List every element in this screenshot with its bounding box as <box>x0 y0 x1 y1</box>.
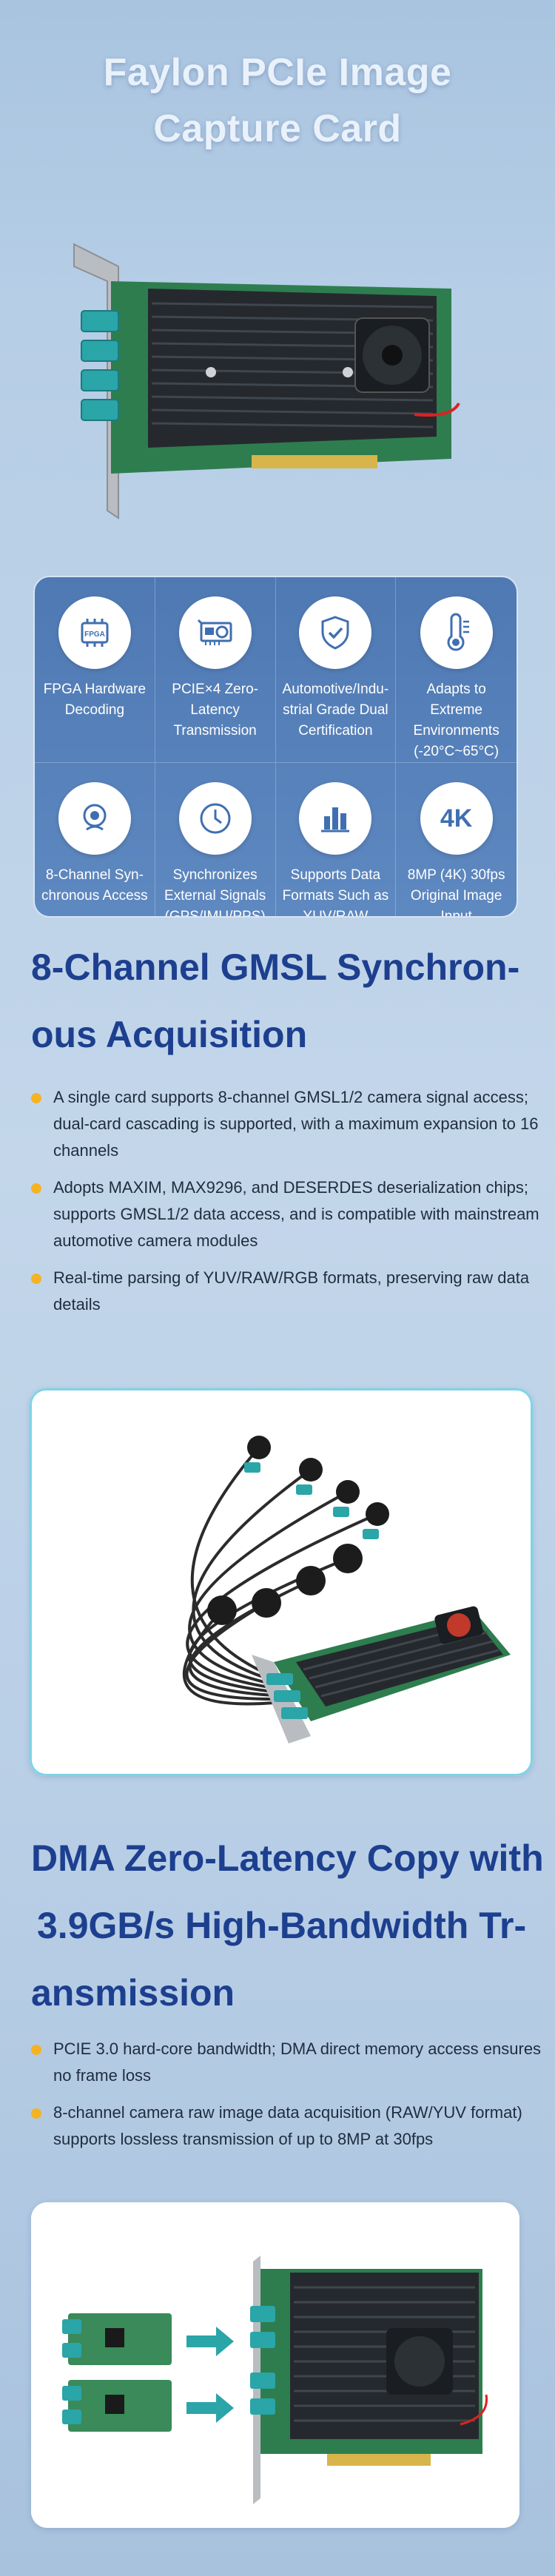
section2-title-line2: 3.9GB/s High-Bandwidth Tr- <box>37 1905 527 1946</box>
fpga-chip-icon: FPGA <box>58 596 131 669</box>
features-panel: FPGA FPGA Hardware Decoding PCIE×4 Zero-… <box>33 576 518 918</box>
list-item: Adopts MAXIM, MAX9296, and DESERDES dese… <box>31 1174 542 1254</box>
bullet-dot-icon <box>31 1183 41 1194</box>
4k-icon: 4K <box>420 782 493 855</box>
hero-title: Faylon PCIe Image Capture Card <box>0 44 555 157</box>
feature-label: FPGA Hardware Decoding <box>43 682 147 718</box>
svg-text:FPGA: FPGA <box>84 630 105 639</box>
section2-title: DMA Zero-Latency Copy with 3.9GB/s High-… <box>31 1825 544 2027</box>
shield-check-icon <box>299 596 372 669</box>
feature-label: Supports Data Formats Such as YUV/RAW <box>282 867 389 918</box>
modules-photo <box>31 2202 519 2528</box>
capture-card-image <box>73 243 460 519</box>
list-item: PCIE 3.0 hard-core bandwidth; DMA direct… <box>31 2036 542 2089</box>
cameras-photo <box>30 1388 533 1776</box>
feature-label: 8MP (4K) 30fps Original Image Input <box>407 867 505 918</box>
clock-icon <box>178 782 252 855</box>
bullet-dot-icon <box>31 1093 41 1103</box>
feature-temperature: Adapts to Extreme Environments (-20°C~65… <box>396 577 517 763</box>
list-item: 8-channel camera raw image data acquisit… <box>31 2099 542 2153</box>
section1-title-line2: ous Acquisition <box>31 1014 308 1055</box>
section2-title-line3: ansmission <box>31 1972 235 2014</box>
hero-title-line1: Faylon PCIe Image <box>103 51 452 94</box>
feature-certification: Automotive/Indu­strial Grade Dual Certif… <box>275 577 397 763</box>
feature-label: Synchronizes External Signals (GPS/IMU/P… <box>164 867 266 918</box>
feature-sync-access: 8-Channel Syn­chronous Access <box>35 763 155 916</box>
feature-8mp: 4K 8MP (4K) 30fps Original Image Input <box>396 763 517 918</box>
section2-title-line1: DMA Zero-Latency Copy with <box>31 1837 544 1879</box>
bullet-dot-icon <box>31 1274 41 1284</box>
feature-pcie: PCIE×4 Zero-Latency Transmission <box>155 577 276 763</box>
feature-label: Automotive/Indu­strial Grade Dual Certif… <box>282 682 389 739</box>
feature-label: 8-Channel Syn­chronous Access <box>41 867 148 904</box>
bullet-dot-icon <box>31 2045 41 2055</box>
feature-data-formats: Supports Data Formats Such as YUV/RAW <box>276 763 397 918</box>
section1-bullets: A single card supports 8-channel GMSL1/2… <box>31 1084 542 1328</box>
bar-chart-icon <box>299 782 372 855</box>
list-item: A single card supports 8-channel GMSL1/2… <box>31 1084 542 1164</box>
feature-fpga: FPGA FPGA Hardware Decoding <box>35 577 155 763</box>
hero-title-line2: Capture Card <box>153 107 402 150</box>
section1-title-line1: 8-Channel GMSL Synchron- <box>31 946 520 988</box>
bullet-dot-icon <box>31 2108 41 2119</box>
feature-label: PCIE×4 Zero-Latency Transmission <box>172 682 258 739</box>
feature-label: Adapts to Extreme Environments (-20°C~65… <box>413 682 500 759</box>
thermometer-icon <box>420 596 493 669</box>
pcie-card-icon <box>178 596 252 669</box>
list-item: Real-time parsing of YUV/RAW/RGB formats… <box>31 1265 542 1318</box>
section1-title: 8-Channel GMSL Synchron- ous Acquisition <box>31 934 519 1069</box>
section2-bullets: PCIE 3.0 hard-core bandwidth; DMA direct… <box>31 2036 542 2163</box>
feature-sync-signals: Synchronizes External Signals (GPS/IMU/P… <box>155 763 276 918</box>
camera-icon <box>58 782 131 855</box>
4k-badge: 4K <box>440 804 473 833</box>
